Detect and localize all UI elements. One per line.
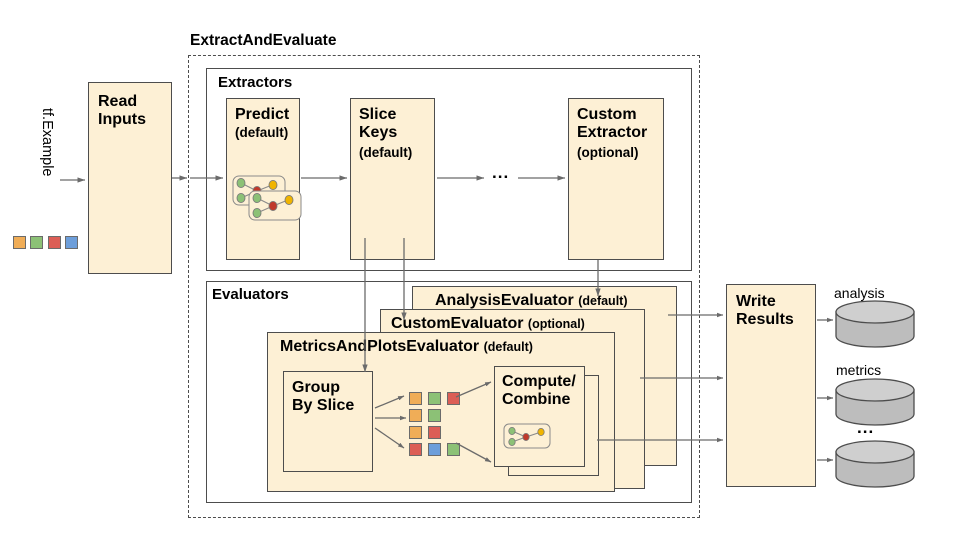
extractor-predict-sub: (default) <box>235 125 289 140</box>
output-label-analysis: analysis <box>834 285 885 301</box>
custom-evaluator-name: CustomEvaluator <box>391 315 524 332</box>
read-inputs-line2: Inputs <box>98 110 146 128</box>
extractor-custom-title: Custom Extractor <box>577 106 647 142</box>
read-inputs-box[interactable]: Read Inputs <box>88 82 172 274</box>
slice-swatch-orange <box>409 426 422 439</box>
extractor-slice-keys-title: Slice Keys <box>359 106 397 142</box>
custom-extractor-line2: Extractor <box>577 123 648 141</box>
extractors-ellipsis: ... <box>492 163 510 182</box>
metrics-plots-evaluator-name: MetricsAndPlotsEvaluator <box>280 338 480 355</box>
compute-combine-line2: Combine <box>502 390 571 408</box>
group-by-slice-title: Group By Slice <box>292 379 354 415</box>
slice-swatch-blue <box>428 443 441 456</box>
slice-swatch-green <box>447 443 460 456</box>
custom-extractor-line1: Custom <box>577 106 637 123</box>
slice-swatch-red <box>409 443 422 456</box>
analysis-evaluator-sub: (default) <box>578 294 628 308</box>
swatch-red <box>48 236 61 249</box>
custom-evaluator-sub: (optional) <box>527 317 585 331</box>
slice-keys-line1: Slice <box>359 106 397 123</box>
extractor-slice-keys-box[interactable]: Slice Keys (default) <box>350 98 435 260</box>
slice-swatch-orange <box>409 409 422 422</box>
extract-and-evaluate-container <box>188 55 700 518</box>
extractor-predict-title: Predict <box>235 106 290 123</box>
extract-and-evaluate-title: ExtractAndEvaluate <box>190 32 337 49</box>
output-cylinder-more <box>835 440 915 488</box>
slice-swatch-red <box>447 392 460 405</box>
slice-swatch-red <box>428 426 441 439</box>
output-label-ellipsis: ... <box>857 418 875 437</box>
swatch-green <box>30 236 43 249</box>
compute-combine-title: Compute/ Combine <box>502 373 576 409</box>
swatch-orange <box>13 236 26 249</box>
output-cylinder-metrics <box>835 378 915 426</box>
swatch-blue <box>65 236 78 249</box>
metrics-plots-evaluator-sub: (default) <box>483 340 533 354</box>
write-results-line2: Results <box>736 310 794 328</box>
extractor-slice-keys-sub: (default) <box>359 145 413 160</box>
compute-combine-box[interactable]: Compute/ Combine <box>494 366 585 467</box>
slice-swatch-green <box>428 392 441 405</box>
slice-keys-line2: Keys <box>359 123 398 141</box>
write-results-title: Write Results <box>736 293 794 329</box>
write-results-box[interactable]: Write Results <box>726 284 816 487</box>
input-label: tf.Example <box>39 108 55 177</box>
output-cylinder-analysis <box>835 300 915 348</box>
group-by-slice-box[interactable]: Group By Slice <box>283 371 373 472</box>
group-by-slice-line2: By Slice <box>292 396 355 414</box>
output-label-metrics: metrics <box>836 362 882 378</box>
read-inputs-title: Read Inputs <box>98 93 146 129</box>
evaluators-group-title: Evaluators <box>212 286 289 303</box>
slice-swatch-green <box>428 409 441 422</box>
extractors-group-title: Extractors <box>218 74 293 91</box>
extractor-predict-box[interactable]: Predict (default) <box>226 98 300 260</box>
extractor-custom-box[interactable]: Custom Extractor (optional) <box>568 98 664 260</box>
group-by-slice-line1: Group <box>292 379 340 396</box>
write-results-line1: Write <box>736 293 776 310</box>
compute-combine-line1: Compute/ <box>502 373 576 390</box>
extractor-custom-sub: (optional) <box>577 145 639 160</box>
slice-swatch-orange <box>409 392 422 405</box>
read-inputs-line1: Read <box>98 93 138 110</box>
analysis-evaluator-name: AnalysisEvaluator <box>435 292 574 309</box>
